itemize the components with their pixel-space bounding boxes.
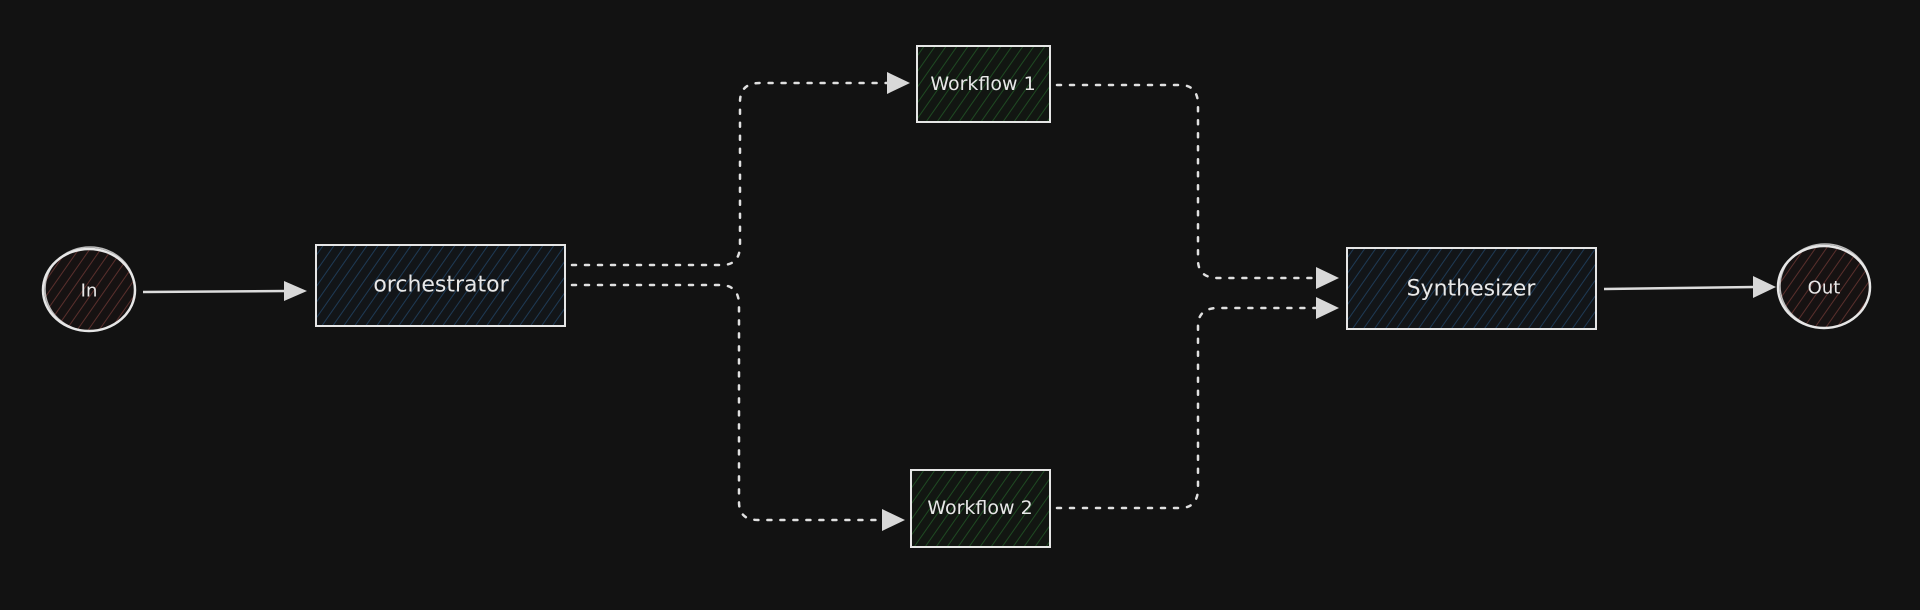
connector-line <box>1055 306 1318 510</box>
arrowhead-icon <box>1753 276 1776 298</box>
node-out[interactable]: Out <box>1776 243 1872 330</box>
edge-workflow2-to-synthesizer[interactable] <box>1055 297 1339 510</box>
arrowhead-icon <box>1316 267 1339 289</box>
node-label: Synthesizer <box>1407 277 1537 302</box>
node-label: Out <box>1808 278 1841 299</box>
ellipse-sketch-stroke <box>1779 243 1871 329</box>
arrowhead-icon <box>882 509 905 531</box>
node-orchestrator[interactable]: orchestrator <box>315 244 566 327</box>
connector-line <box>1603 285 1756 291</box>
edge-orchestrator-to-workflow2[interactable] <box>570 283 905 531</box>
node-synthesizer[interactable]: Synthesizer <box>1346 247 1597 330</box>
arrowhead-icon <box>1316 297 1339 319</box>
arrowhead-icon <box>887 72 910 94</box>
node-in[interactable]: In <box>41 246 137 333</box>
node-label: Workflow 1 <box>930 73 1035 95</box>
rect-shape <box>910 469 1051 548</box>
edge-synthesizer-to-out[interactable] <box>1603 276 1776 298</box>
rect-shape <box>916 45 1051 123</box>
rect-shape <box>315 244 566 327</box>
connector-line <box>570 81 890 267</box>
ellipse-sketch-stroke <box>44 246 136 332</box>
node-workflow-2[interactable]: Workflow 2 <box>910 469 1051 548</box>
edge-workflow1-to-synthesizer[interactable] <box>1055 83 1339 289</box>
connector-line <box>1055 83 1318 280</box>
node-label: In <box>81 281 98 302</box>
edge-in-to-orchestrator[interactable] <box>142 281 307 301</box>
node-label: orchestrator <box>373 273 509 298</box>
arrowhead-icon <box>284 281 307 301</box>
node-workflow-1[interactable]: Workflow 1 <box>916 45 1051 123</box>
connector-line <box>570 283 884 522</box>
connector-line <box>142 289 287 294</box>
rect-shape <box>1346 247 1597 330</box>
edge-orchestrator-to-workflow1[interactable] <box>570 72 910 267</box>
node-label: Workflow 2 <box>927 497 1032 519</box>
